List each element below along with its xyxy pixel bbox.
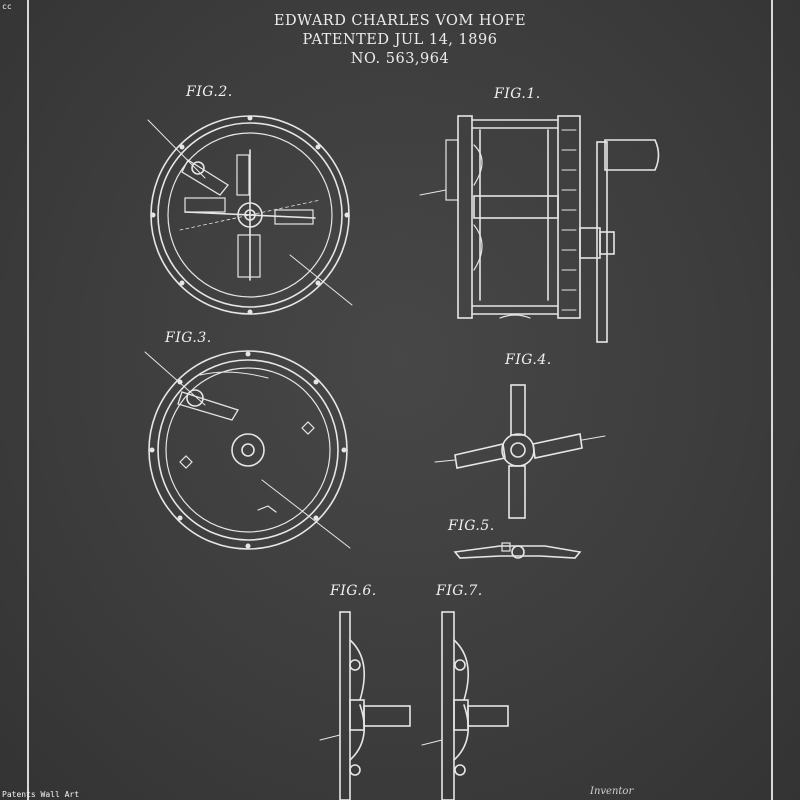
inventor-name: EDWARD CHARLES VOM HOFE [273,13,527,29]
inventor-signature-fragment: Inventor [590,786,634,797]
corner-label: cc [2,2,12,11]
fig2-reel-face [147,115,353,315]
fig3-reel-face [144,350,351,550]
fig7-cross-section [421,611,509,800]
fig4-cross-part [434,384,606,519]
left-border-line [27,0,29,800]
fig1-reel-side [419,115,660,343]
patent-date: PATENTED JUL 14, 1896 [302,32,498,48]
fig6-cross-section [319,611,411,800]
patent-header: EDWARD CHARLES VOM HOFE PATENTED JUL 14,… [200,12,600,69]
right-border-line [771,0,773,800]
watermark-text: Patents Wall Art [2,790,80,799]
fig5-label: FIG.5. [448,518,495,534]
fig1-label: FIG.1. [494,86,541,102]
fig7-label: FIG.7. [436,583,483,599]
fig4-label: FIG.4. [505,352,552,368]
fig3-label: FIG.3. [165,330,212,346]
fig6-label: FIG.6. [330,583,377,599]
fig2-label: FIG.2. [186,84,233,100]
fig5-latch [453,542,582,559]
patent-number: NO. 563,964 [350,51,450,67]
